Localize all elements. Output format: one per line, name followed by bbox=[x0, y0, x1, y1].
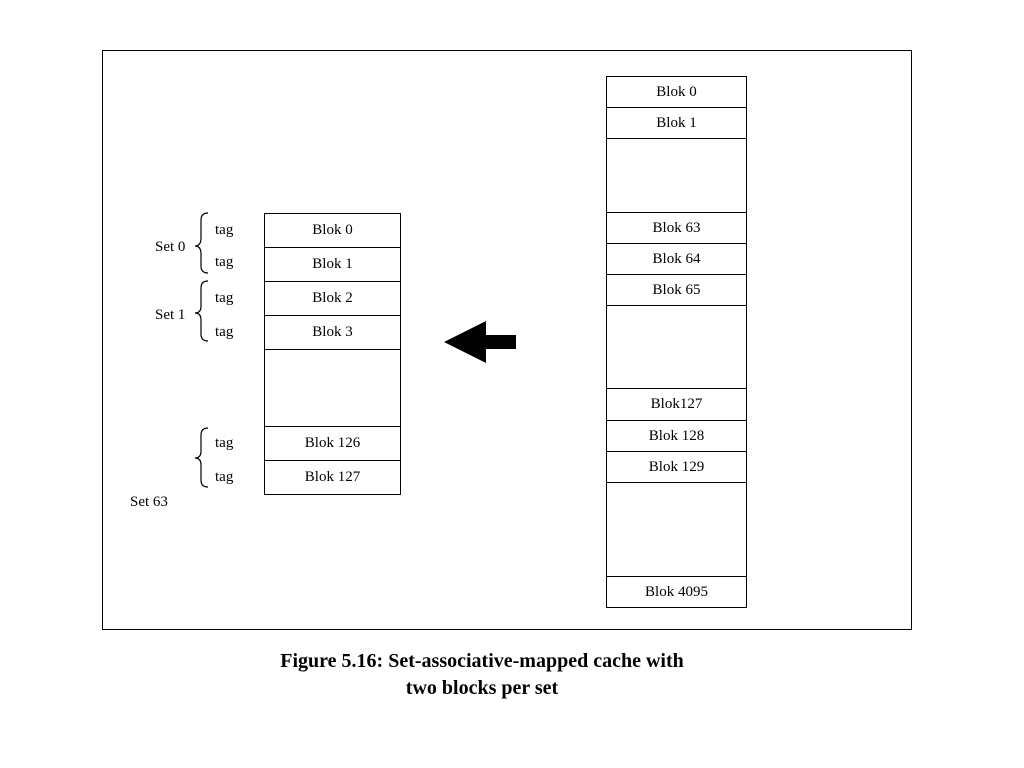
set-label-63: Set 63 bbox=[130, 494, 168, 510]
memory-block-127: Blok127 bbox=[606, 388, 747, 421]
memory-block-1: Blok 1 bbox=[606, 107, 747, 139]
tag-label: tag bbox=[215, 290, 234, 306]
cache-line-2: Blok 2 bbox=[264, 281, 401, 316]
mapping-arrow bbox=[444, 321, 516, 363]
cache-gap bbox=[264, 349, 401, 427]
caption-line-1: Figure 5.16: Set-associative-mapped cach… bbox=[280, 650, 684, 672]
tag-label: tag bbox=[215, 222, 234, 238]
set-label-0: Set 0 bbox=[155, 239, 186, 255]
memory-block-129: Blok 129 bbox=[606, 451, 747, 483]
set-0-brace bbox=[194, 212, 209, 274]
set-label-1: Set 1 bbox=[155, 307, 186, 323]
set-63-brace bbox=[194, 427, 209, 488]
figure-caption: Figure 5.16: Set-associative-mapped cach… bbox=[180, 648, 784, 702]
memory-block-4095: Blok 4095 bbox=[606, 576, 747, 608]
caption-line-2: two blocks per set bbox=[405, 677, 559, 699]
set-1-brace bbox=[194, 280, 209, 342]
tag-label: tag bbox=[215, 324, 234, 340]
memory-block-128: Blok 128 bbox=[606, 420, 747, 452]
tag-label: tag bbox=[215, 254, 234, 270]
tag-label: tag bbox=[215, 469, 234, 485]
memory-gap bbox=[606, 482, 747, 577]
diagram-frame bbox=[102, 50, 912, 630]
cache-line-127: Blok 127 bbox=[264, 460, 401, 495]
tag-label: tag bbox=[215, 435, 234, 451]
